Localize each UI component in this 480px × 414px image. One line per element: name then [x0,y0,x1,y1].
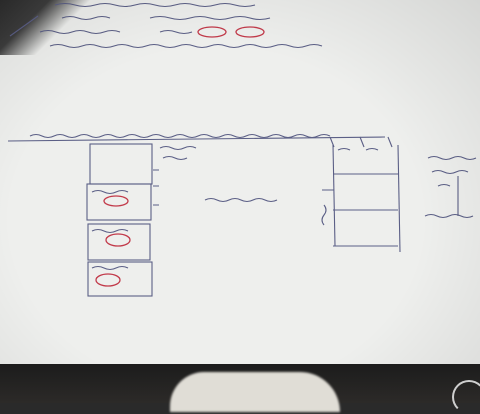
header-notes [9,2,323,49]
paper-sheet [0,0,480,366]
handwriting-layer [7,2,477,297]
cable-loop [452,380,480,414]
corner-shadow [0,0,110,55]
header-circle-1 [197,26,227,38]
right-table [321,144,401,253]
stacked-boxes [86,143,197,297]
box-circle-3 [95,273,121,287]
header-circle-2 [235,26,265,38]
box-circle-2 [105,233,131,247]
main-line [7,133,393,148]
middle-note [204,197,278,203]
box-circle-1 [103,195,129,207]
cloth-object [170,372,340,412]
margin-notes [424,155,477,219]
